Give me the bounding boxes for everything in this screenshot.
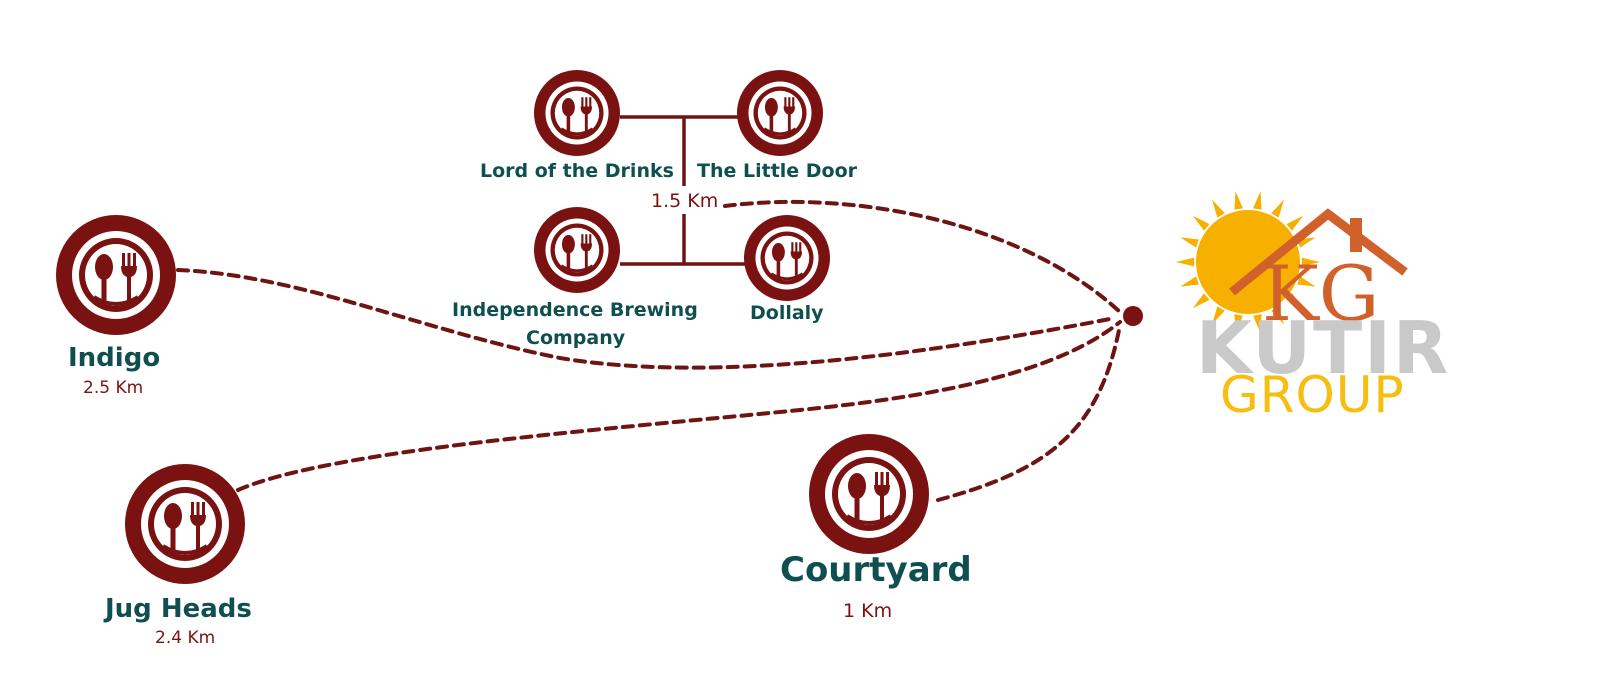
label-cluster-distance: 1.5 Km xyxy=(651,190,719,212)
route-jug-heads xyxy=(236,320,1122,492)
route-indigo xyxy=(176,268,1117,370)
restaurant-fork-spoon-icon xyxy=(770,242,804,281)
restaurant-fork-spoon-icon xyxy=(92,253,140,307)
kutir-logo-graphic: KG xyxy=(1176,191,1408,338)
label-independence-brewing-line1: Independence Brewing xyxy=(452,299,698,321)
label-courtyard-name: Courtyard xyxy=(780,550,972,590)
logo-group-text: GROUP xyxy=(1220,366,1405,424)
label-dollaly: Dollaly xyxy=(750,302,824,324)
restaurant-fork-spoon-icon xyxy=(845,472,893,526)
restaurant-fork-spoon-icon xyxy=(763,97,797,136)
marker-indigo xyxy=(56,215,176,335)
route-courtyard xyxy=(936,323,1122,502)
restaurant-fork-spoon-icon xyxy=(161,502,209,556)
destination-dot xyxy=(1123,306,1143,326)
label-indigo-name: Indigo xyxy=(68,343,161,373)
label-courtyard-distance: 1 Km xyxy=(843,600,893,622)
logo-monogram: KG xyxy=(1262,249,1380,338)
marker-the-little-door xyxy=(737,70,823,156)
label-lord-of-the-drinks: Lord of the Drinks xyxy=(480,160,674,182)
logo-kutir-text: KUTIR xyxy=(1196,306,1451,390)
restaurant-fork-spoon-icon xyxy=(560,97,594,136)
restaurant-fork-spoon-icon xyxy=(560,234,594,273)
label-indigo-distance: 2.5 Km xyxy=(83,378,144,398)
route-cluster xyxy=(723,199,1122,314)
marker-jug-heads xyxy=(125,464,245,584)
marker-dollaly xyxy=(744,215,830,301)
label-jug-heads-distance: 2.4 Km xyxy=(155,628,216,648)
marker-courtyard xyxy=(809,434,929,554)
label-the-little-door: The Little Door xyxy=(697,160,858,182)
marker-lord-of-the-drinks xyxy=(534,70,620,156)
label-jug-heads-name: Jug Heads xyxy=(105,594,252,624)
marker-independence-brewing xyxy=(534,207,620,293)
label-independence-brewing-line2: Company xyxy=(526,327,626,349)
